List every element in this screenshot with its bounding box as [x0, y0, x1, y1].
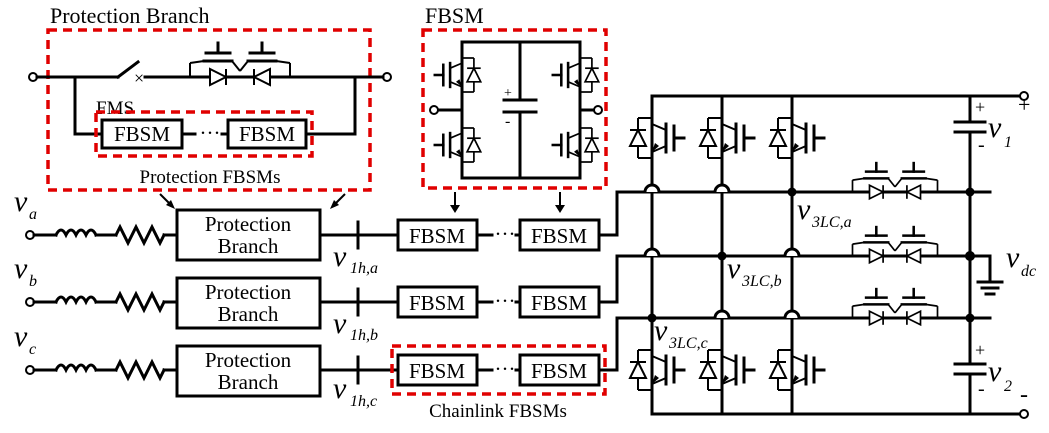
- svg-text:v: v: [333, 307, 347, 340]
- chainlink-fbsm-c2: [518, 353, 601, 387]
- fms-label: FMS: [96, 98, 134, 119]
- svg-text:Branch: Branch: [218, 370, 279, 394]
- leg1-upper-igbt: [630, 112, 684, 164]
- chainlink-fbsms-label: Chainlink FBSMs: [429, 401, 567, 422]
- svg-text:1h,a: 1h,a: [350, 260, 378, 277]
- svg-text:1h,c: 1h,c: [350, 393, 377, 410]
- svg-text:···: ···: [495, 357, 516, 381]
- svg-text:1: 1: [1004, 134, 1012, 151]
- svg-text:···: ···: [200, 121, 221, 145]
- svg-text:FBSM: FBSM: [531, 224, 587, 248]
- svg-text:v: v: [333, 372, 347, 405]
- svg-text:1h,b: 1h,b: [350, 327, 378, 344]
- chainlink-fbsm-b2: [518, 285, 601, 319]
- protection-fbsms-label: Protection FBSMs: [140, 167, 281, 188]
- chainlink-fbsm-b1: [396, 285, 479, 319]
- svg-text:Protection: Protection: [205, 212, 292, 236]
- svg-text:v: v: [654, 314, 668, 347]
- phase-a-row: v a Protection Branch v 1h,a FBSM ··· FB…: [14, 185, 992, 277]
- svg-text:+: +: [975, 340, 985, 360]
- svg-text:v: v: [1006, 241, 1020, 274]
- svg-text:v: v: [988, 111, 1002, 144]
- svg-text:v: v: [727, 252, 741, 285]
- svg-text:v: v: [797, 193, 811, 226]
- protection-branch-box-a: [175, 208, 322, 262]
- resistor-icon: [114, 225, 166, 245]
- svg-text:···: ···: [495, 289, 516, 313]
- svg-text:-: -: [1020, 382, 1028, 408]
- svg-text:Protection: Protection: [205, 280, 292, 304]
- protection-branch-box-c: [175, 344, 322, 398]
- svg-text:v: v: [14, 252, 28, 285]
- leg2-upper-igbt: [700, 112, 754, 164]
- svg-text:b: b: [29, 273, 37, 290]
- chainlink-fbsms-dashed-box: [390, 344, 607, 396]
- phase-c-row: v c Protection Branch v 1h,c FBSM ··· FB…: [14, 316, 992, 422]
- svg-text:-: -: [978, 134, 985, 156]
- svg-text:v: v: [14, 320, 28, 353]
- chainlink-fbsm-a1: [396, 218, 479, 252]
- svg-text:v: v: [988, 355, 1002, 388]
- svg-text:2: 2: [1004, 378, 1012, 395]
- svg-text:FBSM: FBSM: [409, 224, 465, 248]
- protection-branch-detail: Protection Branch × FMS FBSM ··· FBSM Pr…: [28, 3, 392, 209]
- svg-text:-: -: [978, 378, 985, 400]
- svg-text:+: +: [1018, 92, 1030, 117]
- svg-text:Branch: Branch: [218, 234, 279, 258]
- leg3-lower-igbt: [770, 344, 824, 396]
- svg-text:+: +: [975, 97, 985, 117]
- svg-text:FBSM: FBSM: [531, 359, 587, 383]
- fbsm-igbt-3: [551, 51, 600, 99]
- svg-text:FBSM: FBSM: [239, 122, 295, 146]
- bidirectional-switch-icon: [188, 41, 292, 87]
- protection-fbsm-2: [226, 118, 308, 150]
- fbsm-igbt-1: [433, 51, 482, 99]
- svg-text:3LC,a: 3LC,a: [811, 214, 852, 231]
- svg-text:a: a: [29, 206, 37, 223]
- svg-text:+: +: [504, 86, 512, 101]
- svg-text:Branch: Branch: [218, 302, 279, 326]
- svg-text:3LC,c: 3LC,c: [668, 335, 708, 352]
- svg-text:v: v: [333, 240, 347, 273]
- fms-x-mark: ×: [134, 68, 144, 88]
- svg-text:FBSM: FBSM: [531, 291, 587, 315]
- protection-branch-title: Protection Branch: [50, 3, 209, 28]
- fbsm-dashed-box: [421, 28, 608, 190]
- svg-text:c: c: [29, 341, 36, 358]
- inductor-icon: [54, 228, 98, 237]
- chainlink-fbsm-c1: [396, 353, 479, 387]
- fbsm-igbt-4: [551, 121, 600, 169]
- fbsm-igbt-2: [433, 121, 482, 169]
- svg-text:FBSM: FBSM: [409, 359, 465, 383]
- svg-text:FBSM: FBSM: [114, 122, 170, 146]
- svg-text:v: v: [14, 185, 28, 218]
- leg2-lower-igbt: [700, 344, 754, 396]
- leg3-upper-igbt: [770, 112, 824, 164]
- protection-fbsms-dashed-box: [94, 110, 314, 158]
- fbsm-detail: FBSM + -: [421, 3, 608, 213]
- svg-text:···: ···: [495, 222, 516, 246]
- fbsm-title: FBSM: [425, 3, 484, 28]
- svg-text:3LC,b: 3LC,b: [741, 273, 782, 290]
- three-level-converter: + - v 3LC,a v 3LC,b v 3LC,c: [630, 91, 1036, 419]
- svg-text:-: -: [505, 113, 510, 130]
- phase-b-row: v b Protection Branch v 1h,b FBSM ··· FB…: [14, 252, 992, 344]
- svg-text:dc: dc: [1021, 263, 1036, 280]
- svg-text:FBSM: FBSM: [409, 291, 465, 315]
- svg-text:Protection: Protection: [205, 348, 292, 372]
- fms-switch: [115, 59, 141, 80]
